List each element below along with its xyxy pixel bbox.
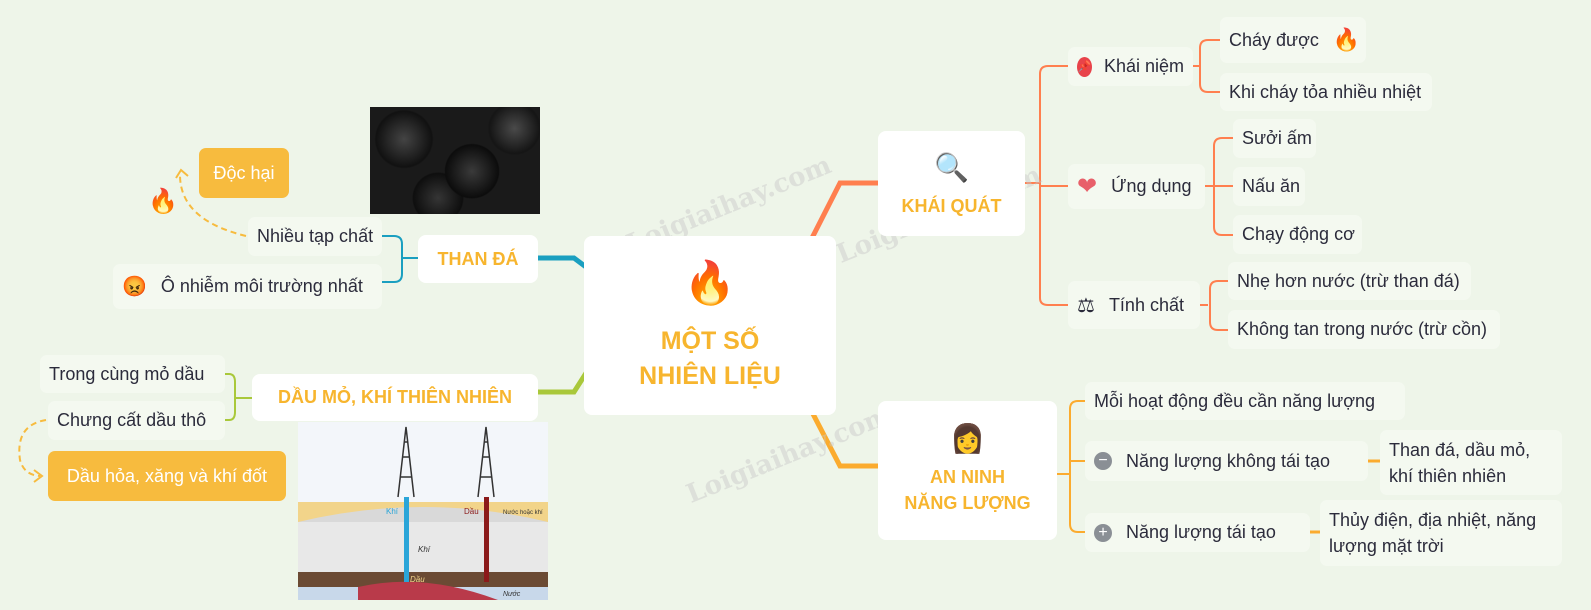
node-label: Dầu hỏa, xăng và khí đốt: [66, 465, 268, 486]
central-title-line2: NHIÊN LIỆU: [639, 361, 781, 390]
node-label: Trong cùng mỏ dầu: [49, 363, 205, 384]
oil-rig-image: Khí Dầu Nước hoặc khí Khí Dầu Nước: [298, 422, 548, 600]
node-than-da-dau-mo[interactable]: Than đá, dầu mỏ, khí thiên nhiên: [1380, 430, 1562, 495]
node-label-line2: khí thiên nhiên: [1389, 465, 1507, 486]
central-title-line1: MỘT SỐ: [660, 326, 760, 355]
node-chay-dong-co[interactable]: Chạy động cơ: [1233, 215, 1362, 254]
rig-label: Nước hoặc khí: [503, 510, 543, 516]
branch-label: KHÁI QUÁT: [901, 195, 1002, 216]
node-chay-duoc[interactable]: Cháy được 🔥: [1220, 17, 1366, 63]
branch-label-line1: AN NINH: [930, 466, 1005, 487]
node-label: Chạy động cơ: [1242, 224, 1355, 244]
node-doc-hai[interactable]: Độc hại: [199, 148, 289, 198]
branch-an-ninh[interactable]: 👩 AN NINH NĂNG LƯỢNG: [878, 401, 1057, 540]
node-dau-hoa[interactable]: Dầu hỏa, xăng và khí đốt: [48, 451, 286, 501]
rig-label: Dầu: [410, 575, 425, 584]
node-label: Nhẹ hơn nước (trừ than đá): [1237, 270, 1460, 291]
node-label-line2: lượng mặt trời: [1329, 536, 1444, 556]
node-label: Không tan trong nước (trừ cồn): [1237, 319, 1488, 339]
rig-label: Nước: [503, 591, 521, 598]
branch-than-da[interactable]: THAN ĐÁ: [418, 235, 538, 283]
node-label: Mỗi hoạt động đều cần năng lượng: [1094, 390, 1376, 411]
node-nau-an[interactable]: Nấu ăn: [1233, 167, 1305, 206]
node-nhe-hon-nuoc[interactable]: Nhẹ hơn nước (trừ than đá): [1228, 262, 1471, 300]
branch-label: DẦU MỎ, KHÍ THIÊN NHIÊN: [278, 387, 512, 407]
node-suoi-am[interactable]: Sưởi ấm: [1233, 119, 1316, 158]
node-label: Khi cháy tỏa nhiều nhiệt: [1229, 81, 1422, 102]
node-o-nhiem[interactable]: 😡 Ô nhiễm môi trường nhất: [113, 264, 382, 309]
node-chung-cat[interactable]: Chưng cất dầu thô: [48, 401, 225, 440]
rig-label: Dầu: [464, 507, 479, 516]
magnifier-chart-icon: 🔍: [934, 151, 969, 183]
node-moi-hoat-dong[interactable]: Mỗi hoạt động đều cần năng lượng: [1085, 382, 1405, 420]
node-label: Nhiều tạp chất: [257, 226, 374, 246]
branch-khai-quat[interactable]: 🔍 KHÁI QUÁT: [878, 131, 1025, 236]
node-tinh-chat[interactable]: ⚖ Tính chất: [1068, 281, 1200, 329]
coal-image: [370, 107, 540, 214]
node-tai-tao[interactable]: + Năng lượng tái tạo: [1085, 513, 1310, 552]
node-label: Ứng dụng: [1111, 176, 1192, 196]
central-topic[interactable]: 🔥 MỘT SỐ NHIÊN LIỆU: [584, 236, 836, 415]
fire-icon: 🔥: [148, 188, 178, 215]
node-label: Năng lượng tái tạo: [1126, 522, 1276, 542]
node-label: Ô nhiễm môi trường nhất: [160, 276, 363, 296]
node-label: Tính chất: [1108, 294, 1184, 315]
node-khi-chay[interactable]: Khi cháy tỏa nhiều nhiệt: [1220, 73, 1432, 111]
pin-icon: 📌: [1077, 56, 1092, 77]
node-label: Chưng cất dầu thô: [57, 410, 207, 430]
node-khong-tai-tao[interactable]: − Năng lượng không tái tạo: [1085, 441, 1368, 481]
angry-face-icon: 😡: [122, 276, 147, 298]
node-label: Khái niệm: [1103, 56, 1184, 76]
node-label-line1: Than đá, dầu mỏ,: [1389, 439, 1531, 460]
node-thuy-dien[interactable]: Thủy điện, địa nhiệt, năng lượng mặt trờ…: [1320, 500, 1562, 566]
node-ung-dung[interactable]: ❤ Ứng dụng: [1068, 164, 1205, 209]
branch-dau-mo[interactable]: DẦU MỎ, KHÍ THIÊN NHIÊN: [252, 374, 538, 421]
node-label: Sưởi ấm: [1242, 128, 1312, 148]
node-label: Nấu ăn: [1242, 176, 1301, 196]
rig-label: Khí: [386, 507, 399, 516]
node-label: Cháy được: [1229, 29, 1319, 50]
node-label: Năng lượng không tái tạo: [1126, 450, 1330, 471]
node-label: Độc hại: [213, 162, 275, 183]
worker-icon: 👩: [950, 422, 985, 454]
plus-circle-icon: +: [1094, 523, 1112, 542]
node-label-line1: Thủy điện, địa nhiệt, năng: [1329, 510, 1537, 530]
branch-label: THAN ĐÁ: [437, 248, 519, 269]
fire-icon: 🔥: [683, 258, 737, 306]
fire-icon: 🔥: [1332, 27, 1361, 52]
rig-label: Khí: [418, 545, 431, 554]
node-nhieu-tap-chat[interactable]: Nhiều tạp chất: [248, 217, 382, 256]
heart-icon: ❤: [1077, 173, 1098, 200]
node-khong-tan[interactable]: Không tan trong nước (trừ cồn): [1228, 310, 1500, 349]
node-trong-cung-mo-dau[interactable]: Trong cùng mỏ dầu: [40, 355, 225, 393]
scale-icon: ⚖: [1077, 294, 1095, 317]
branch-label-line2: NĂNG LƯỢNG: [904, 492, 1031, 513]
minus-circle-icon: −: [1094, 452, 1112, 470]
node-khai-niem[interactable]: 📌 Khái niệm: [1068, 47, 1193, 86]
